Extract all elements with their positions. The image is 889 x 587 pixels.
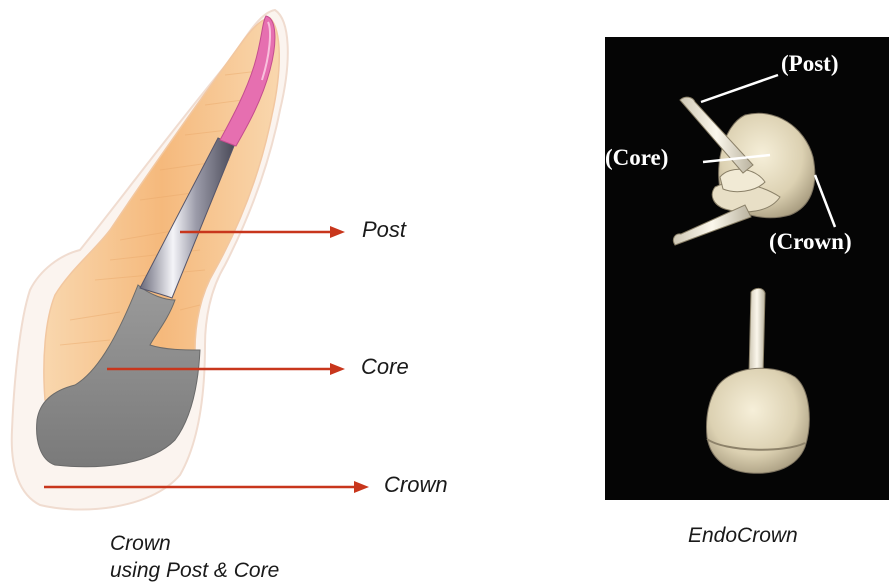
core-label: Core <box>361 354 409 380</box>
photo-post-label: (Post) <box>781 51 838 77</box>
left-caption: Crown using Post & Core <box>110 530 279 584</box>
endocrown-photo-drawing <box>605 37 889 500</box>
endocrown-pin <box>749 288 765 375</box>
photo-crown-label: (Crown) <box>769 229 852 255</box>
post-core-tooth-diagram <box>0 0 600 587</box>
crown-label: Crown <box>384 472 448 498</box>
right-caption: EndoCrown <box>688 522 798 549</box>
left-caption-line1: Crown <box>110 530 279 557</box>
photo-core-label: (Core) <box>605 145 668 171</box>
post-label: Post <box>362 217 406 243</box>
post-core-assembly <box>673 97 814 245</box>
lower-post <box>673 205 751 245</box>
endocrown-photo: (Post) (Core) (Crown) <box>605 37 889 500</box>
endocrown-body <box>706 368 809 473</box>
endocrown-assembled <box>706 288 809 473</box>
left-caption-line2: using Post & Core <box>110 557 279 584</box>
